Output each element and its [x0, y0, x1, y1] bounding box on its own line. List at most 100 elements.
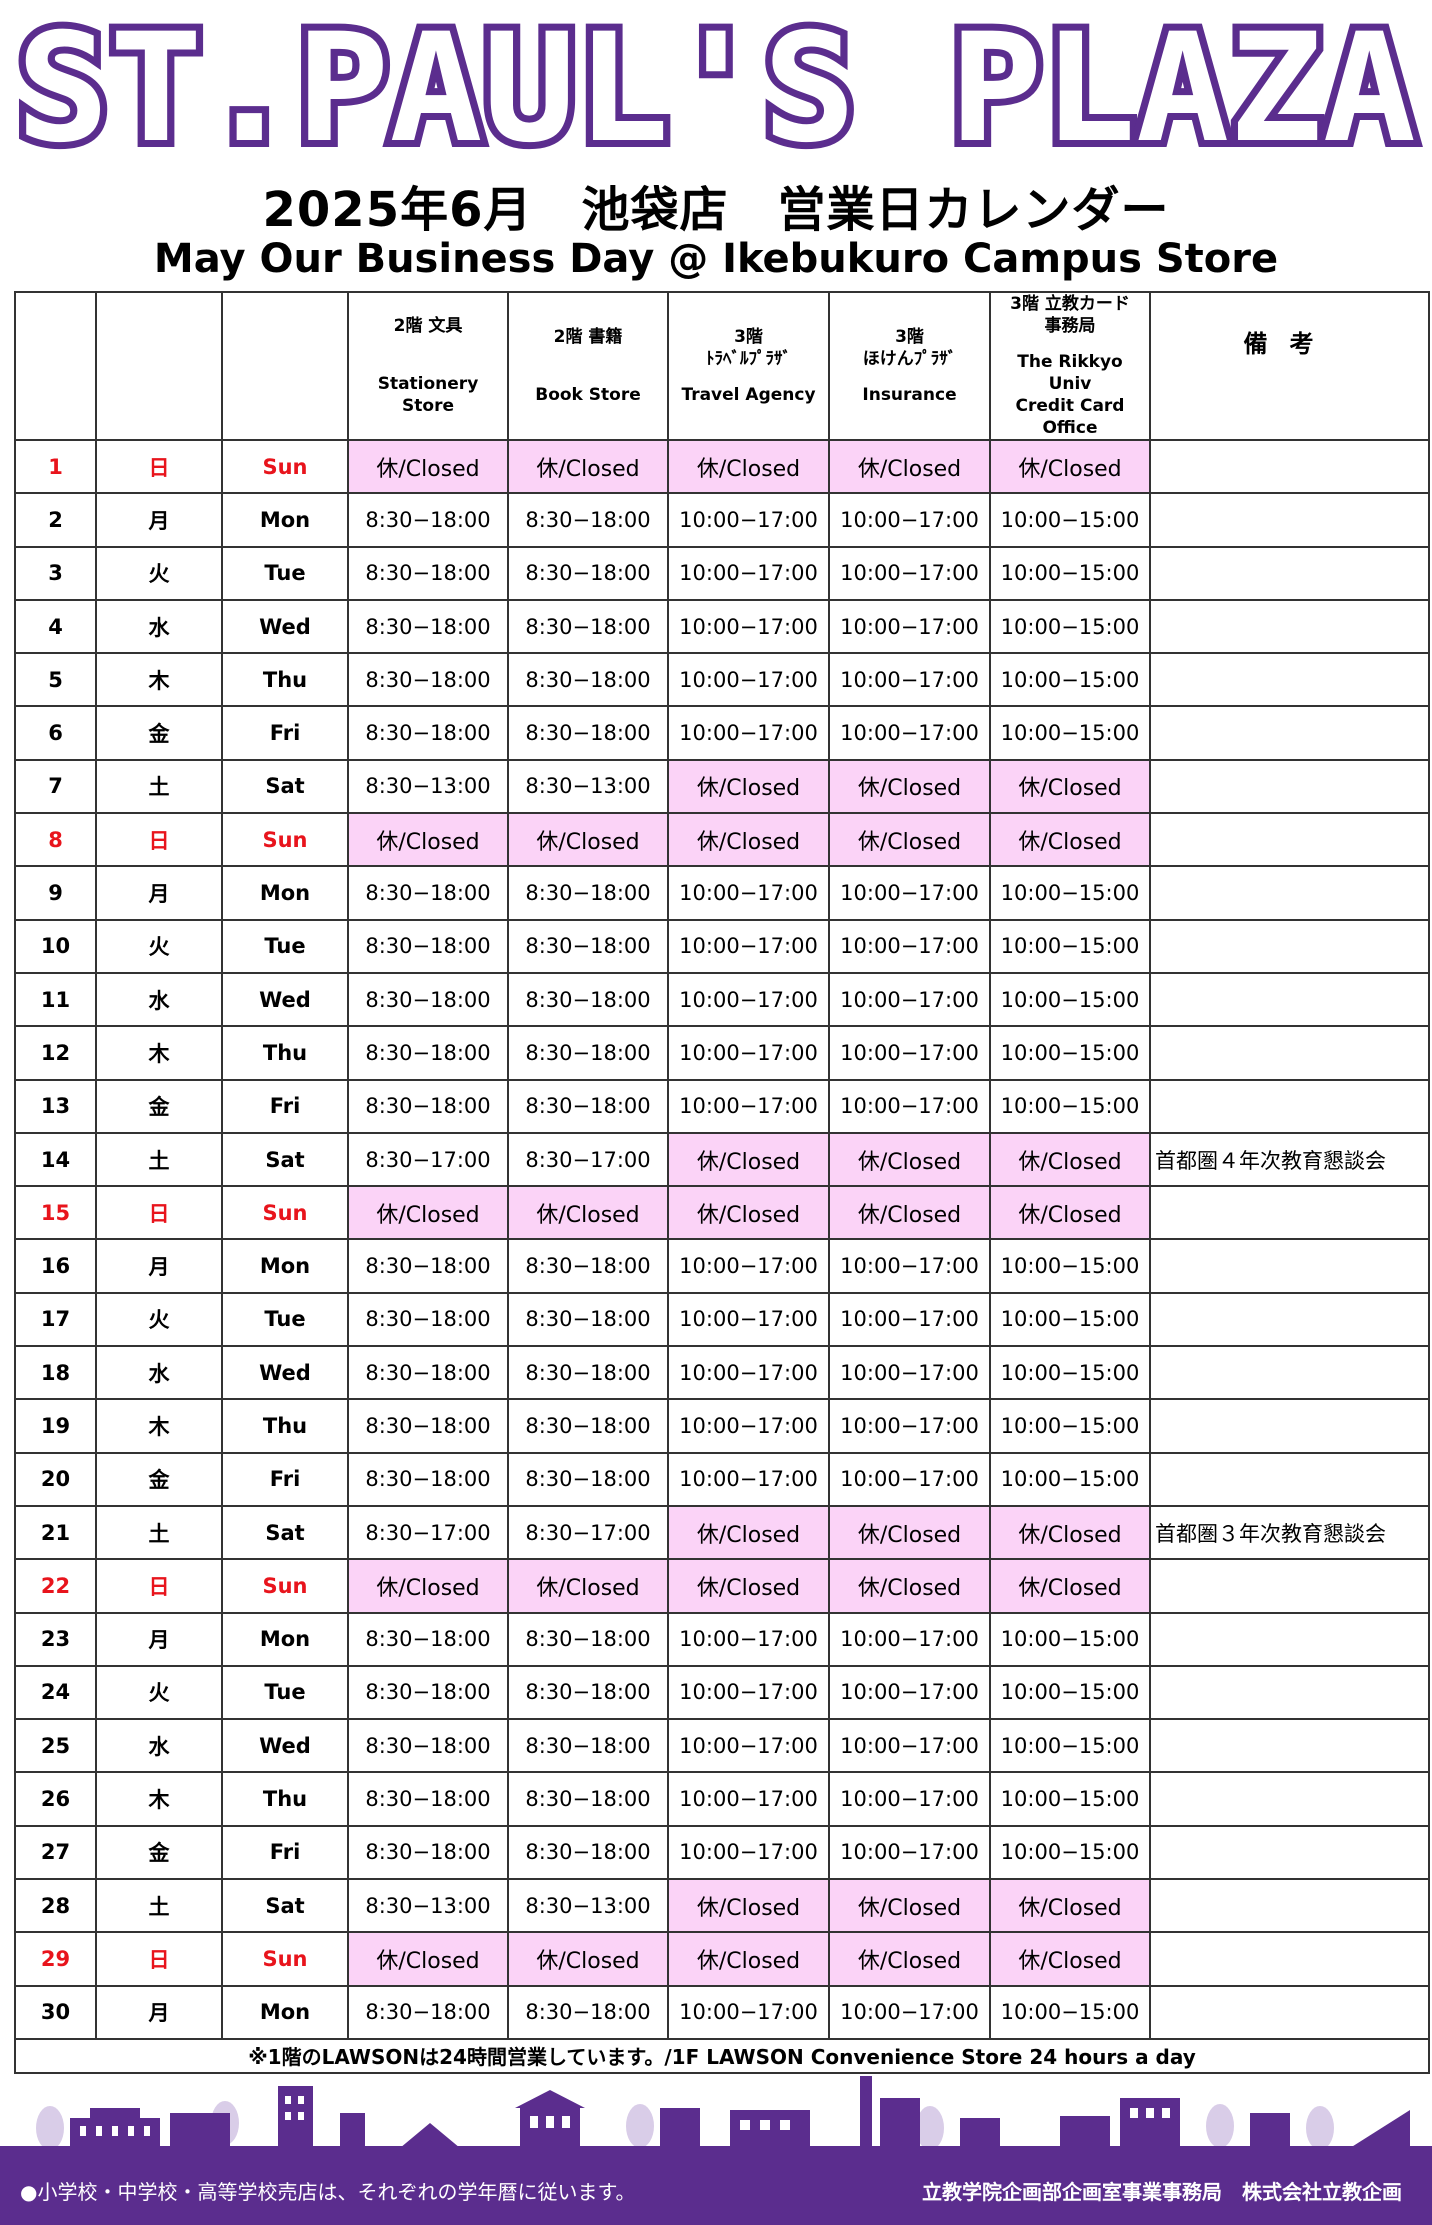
hours-cell: 8:30−18:00: [507, 1664, 669, 1721]
remarks-cell: [1149, 705, 1430, 761]
remarks-cell: [1149, 1931, 1430, 1987]
hours-cell: 休/Closed: [828, 438, 991, 495]
weekday-jp: 木: [95, 1398, 223, 1454]
column-header-jp: 3階 ﾄﾗﾍﾞﾙﾌﾟﾗｻﾞ: [706, 327, 791, 369]
hours-cell: 8:30−18:00: [347, 652, 509, 708]
hours-cell: 8:30−18:00: [507, 598, 669, 655]
hours-cell: 10:00−15:00: [989, 1664, 1151, 1721]
hours-cell: 10:00−15:00: [989, 598, 1151, 655]
hours-cell: 8:30−18:00: [507, 1718, 669, 1774]
remarks-cell: [1149, 1345, 1430, 1401]
weekday-en: Sat: [221, 1131, 349, 1188]
weekday-jp: 水: [95, 971, 223, 1028]
weekday-en: Sun: [221, 1558, 349, 1614]
hours-cell: 休/Closed: [989, 1131, 1151, 1188]
day-number: 23: [14, 1611, 97, 1667]
day-number: 9: [14, 865, 97, 921]
day-number: 4: [14, 598, 97, 655]
day-number: 21: [14, 1504, 97, 1561]
hours-cell: 10:00−17:00: [828, 705, 991, 761]
remarks-cell: [1149, 812, 1430, 868]
weekday-jp: 土: [95, 1131, 223, 1188]
weekday-en: Mon: [221, 1238, 349, 1294]
column-header-en: Stationery Store: [377, 374, 479, 416]
hours-cell: 8:30−18:00: [347, 1824, 509, 1881]
remarks-cell: [1149, 1185, 1430, 1241]
hours-cell: 休/Closed: [667, 1185, 830, 1241]
day-number: 25: [14, 1718, 97, 1774]
hours-cell: 10:00−17:00: [667, 1078, 830, 1134]
weekday-jp: 土: [95, 1504, 223, 1561]
weekday-en: Sun: [221, 812, 349, 868]
hours-cell: 10:00−17:00: [828, 1824, 991, 1881]
hours-cell: 8:30−18:00: [347, 545, 509, 601]
hours-cell: 8:30−18:00: [507, 652, 669, 708]
hours-cell: 休/Closed: [828, 1878, 991, 1934]
weekday-en: Tue: [221, 1291, 349, 1348]
hours-cell: 8:30−18:00: [347, 1345, 509, 1401]
banner: ST.PAUL'S PLAZA: [0, 0, 1432, 165]
hours-cell: 10:00−17:00: [828, 598, 991, 655]
hours-cell: 休/Closed: [828, 812, 991, 868]
hours-cell: 休/Closed: [667, 438, 830, 495]
day-number: 30: [14, 1984, 97, 2040]
day-number: 13: [14, 1078, 97, 1134]
hours-cell: 10:00−17:00: [667, 1451, 830, 1507]
hours-cell: 10:00−17:00: [828, 1984, 991, 2040]
hours-cell: 休/Closed: [828, 1558, 991, 1614]
hours-cell: 休/Closed: [989, 1185, 1151, 1241]
footer-row: ※1階のLAWSONは24時間営業しています。/1F LAWSON Conven…: [14, 2037, 1430, 2074]
hours-cell: 10:00−17:00: [828, 1345, 991, 1401]
hours-cell: 8:30−18:00: [347, 492, 509, 548]
weekday-jp: 日: [95, 1931, 223, 1987]
weekday-en: Sat: [221, 1504, 349, 1561]
campus-skyline-illustration: [0, 2068, 1432, 2225]
weekday-jp: 木: [95, 1025, 223, 1081]
day-number: 15: [14, 1185, 97, 1241]
weekday-en: Sat: [221, 758, 349, 815]
hours-cell: 10:00−17:00: [667, 545, 830, 601]
hours-cell: 休/Closed: [507, 1185, 669, 1241]
hours-cell: 10:00−17:00: [828, 1025, 991, 1081]
day-number: 20: [14, 1451, 97, 1507]
weekday-jp: 水: [95, 1718, 223, 1774]
header-blank: [221, 291, 349, 441]
banner-title: ST.PAUL'S PLAZA: [16, 2, 1416, 165]
remarks-cell: [1149, 1878, 1430, 1934]
hours-cell: 8:30−18:00: [347, 918, 509, 974]
hours-cell: 休/Closed: [828, 1185, 991, 1241]
hours-cell: 10:00−15:00: [989, 1984, 1151, 2040]
hours-cell: 8:30−18:00: [507, 1291, 669, 1348]
hours-cell: 8:30−13:00: [507, 1878, 669, 1934]
weekday-en: Mon: [221, 865, 349, 921]
hours-cell: 8:30−18:00: [507, 865, 669, 921]
column-header-en: Book Store: [535, 385, 641, 405]
remarks-cell: [1149, 1558, 1430, 1614]
hours-cell: 休/Closed: [347, 1931, 509, 1987]
column-header-jp: 2階 文具: [393, 316, 463, 336]
weekday-en: Thu: [221, 652, 349, 708]
hours-cell: 8:30−18:00: [347, 598, 509, 655]
weekday-jp: 月: [95, 1984, 223, 2040]
hours-cell: 休/Closed: [989, 1931, 1151, 1987]
hours-cell: 10:00−17:00: [667, 1771, 830, 1827]
hours-cell: 10:00−17:00: [828, 1771, 991, 1827]
weekday-jp: 金: [95, 1451, 223, 1507]
weekday-en: Thu: [221, 1771, 349, 1827]
weekday-en: Wed: [221, 598, 349, 655]
